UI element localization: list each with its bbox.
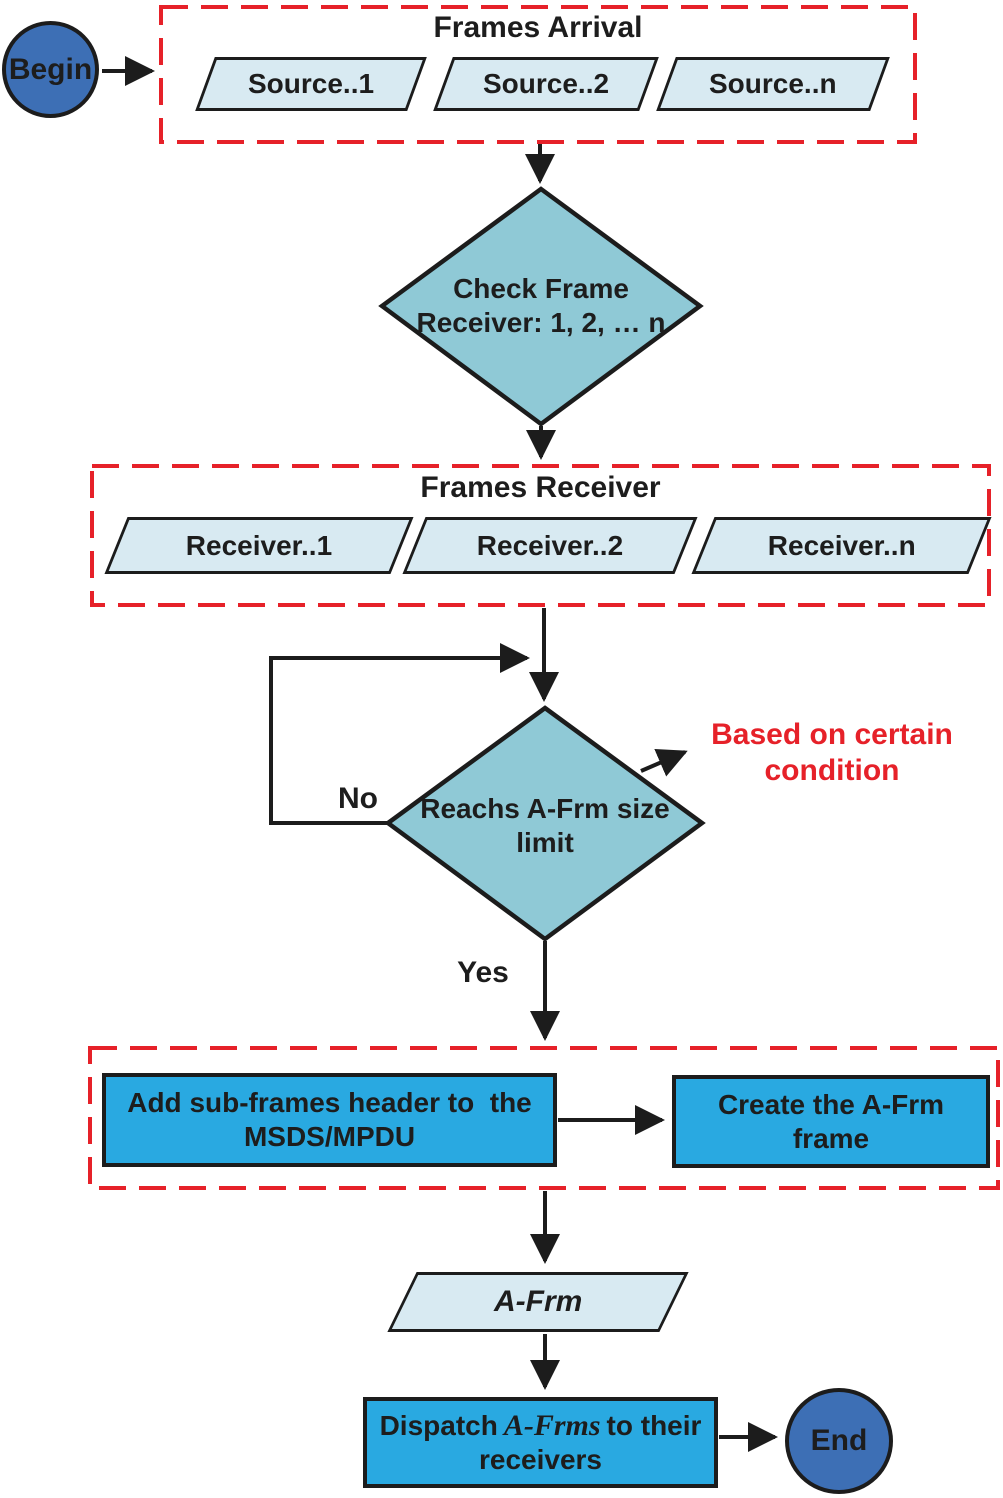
check-frame-diamond: [378, 186, 704, 427]
aggregation-group-border: [88, 1046, 1000, 1190]
size-limit-line1: Reachs A-Frm size: [420, 793, 670, 824]
a-frm-io: A-Frm: [387, 1272, 689, 1332]
source-n-io: Source..n: [656, 57, 890, 111]
check-frame-line1: Check Frame: [453, 273, 629, 304]
add-header-process: Add sub-frames header to the MSDS/MPDU: [102, 1073, 557, 1167]
no-loop-connector: [269, 643, 530, 825]
receiver-n-label: Receiver..n: [767, 529, 916, 561]
dispatch-line2: receivers: [478, 1443, 602, 1475]
source-1-io: Source..1: [195, 57, 427, 111]
add-header-line1: Add sub-frames header to the: [127, 1087, 532, 1118]
condition-note-line1: Based on certain: [711, 718, 953, 751]
frames-receiver-group-border: [90, 464, 991, 607]
arrow-to-condition-note: [640, 748, 688, 777]
receiver-2-io: Receiver..2: [402, 517, 698, 574]
yes-branch-label: Yes: [457, 956, 509, 989]
dispatch-post: to their: [606, 1409, 702, 1441]
receiver-1-io: Receiver..1: [104, 517, 414, 574]
condition-note: Based on certain condition: [667, 717, 997, 789]
source-2-io: Source..2: [433, 57, 659, 111]
begin-label: Begin: [8, 52, 93, 86]
receiver-2-label: Receiver..2: [476, 529, 624, 561]
add-header-line2: MSDS/MPDU: [243, 1121, 416, 1152]
end-label: End: [810, 1424, 868, 1457]
source-n-label: Source..n: [709, 68, 837, 99]
create-frame-label: Create the A-Frm frame: [717, 1088, 945, 1154]
create-frame-process: Create the A-Frm frame: [672, 1075, 990, 1168]
check-frame-line2: Receiver: 1, 2, … n: [416, 307, 666, 338]
condition-note-line2: condition: [764, 754, 900, 787]
frames-receiver-title: Frames Receiver: [420, 471, 661, 504]
size-limit-diamond: [384, 705, 706, 942]
source-1-label: Source..1: [247, 68, 375, 99]
frames-arrival-group-border: [159, 5, 917, 144]
check-frame-diamond-text: Check Frame Receiver: 1, 2, … n: [391, 272, 691, 340]
begin-terminal: Begin: [2, 21, 99, 118]
frames-arrival-title: Frames Arrival: [433, 11, 643, 44]
dispatch-emphasis: A-Frms: [503, 1408, 601, 1442]
receiver-n-io: Receiver..n: [691, 517, 992, 574]
end-terminal: End: [785, 1388, 893, 1494]
receiver-1-label: Receiver..1: [185, 529, 333, 561]
source-2-label: Source..2: [482, 68, 610, 99]
a-frm-label: A-Frm: [493, 1285, 583, 1318]
dispatch-pre: Dispatch: [379, 1409, 498, 1441]
no-branch-label: No: [338, 782, 378, 815]
size-limit-diamond-text: Reachs A-Frm size limit: [390, 792, 700, 860]
size-limit-line2: limit: [516, 827, 574, 858]
